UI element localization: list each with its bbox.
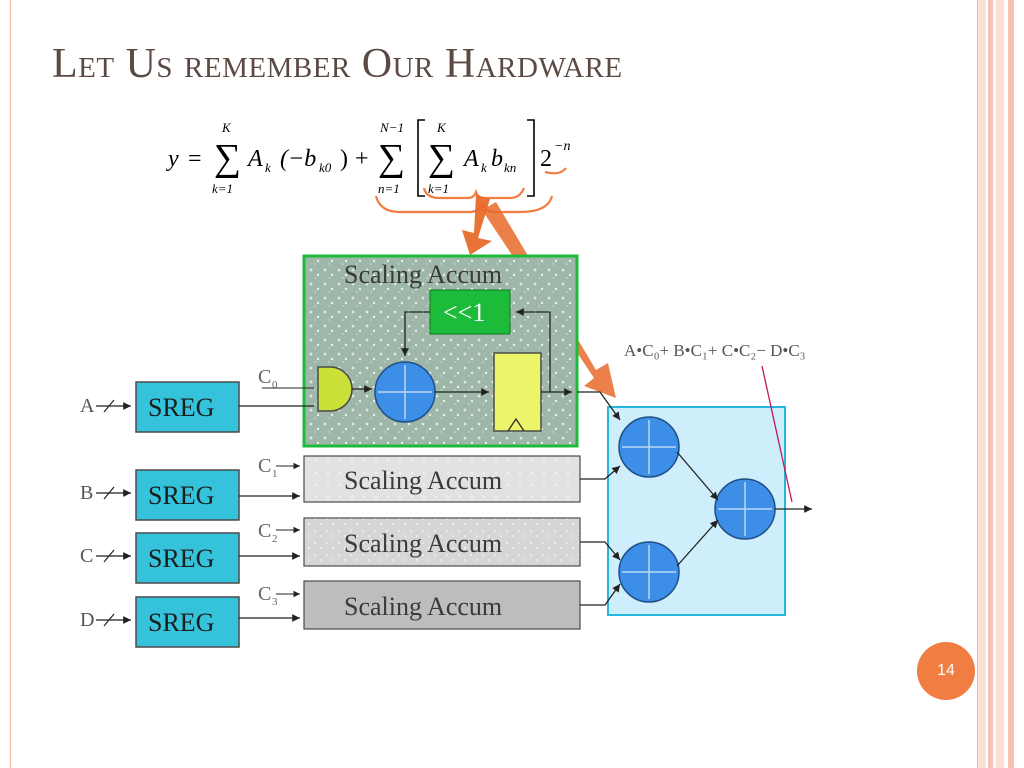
formula-plus: + (355, 146, 369, 172)
formula: y = ∑ K k=1 A k (−b k0 ) + ∑ N−1 n=1 ∑ K… (166, 119, 570, 197)
adder-tree (607, 406, 812, 616)
scaling-accum-b-label: Scaling Accum (344, 466, 502, 495)
formula-sum2-bottom: n=1 (378, 181, 400, 196)
svg-text:0: 0 (272, 379, 278, 391)
scaling-accum-b (303, 455, 581, 503)
svg-text:1: 1 (272, 468, 278, 480)
adder-final (714, 478, 776, 540)
arrow-to-accum (462, 195, 492, 255)
formula-term2a-sub: k (481, 160, 487, 175)
formula-sum1-bottom: k=1 (212, 181, 233, 196)
sreg-a (135, 381, 240, 433)
formula-term1-paren: (−b (280, 146, 316, 172)
scaling-accum-c-label: Scaling Accum (344, 529, 502, 558)
output-expression: A•C₀+ B•C₁+ C•C₂− D•C₃ (624, 341, 806, 360)
formula-term2b-sub: kn (504, 160, 516, 175)
slide-title: Let Us remember Our Hardware (52, 41, 623, 87)
coeff-c1: C (258, 455, 271, 477)
input-label-d: D (80, 609, 94, 631)
formula-exp: −n (554, 139, 570, 154)
sreg-row-c: C SREG C 2 Scaling Accum (80, 517, 581, 584)
formula-two: 2 (540, 146, 552, 172)
adder-bottom (618, 541, 680, 603)
scaling-accum-main: Scaling Accum <<1 (302, 254, 579, 448)
clock-marker (507, 417, 525, 432)
sreg-d (135, 596, 240, 648)
scaling-accum-d (303, 580, 581, 630)
formula-term1-close: ) (340, 146, 348, 172)
sreg-c-label: SREG (148, 544, 214, 573)
svg-text:3: 3 (272, 596, 278, 608)
sreg-d-label: SREG (148, 608, 214, 637)
sreg-b-label: SREG (148, 481, 214, 510)
formula-lhs: y (166, 146, 179, 172)
formula-sum2: ∑ (378, 137, 405, 179)
coeff-c3: C (258, 583, 271, 605)
formula-eq: = (188, 146, 202, 172)
input-label-c: C (80, 545, 93, 567)
sreg-row-b: B SREG C 1 Scaling Accum (80, 455, 581, 521)
formula-term2a: A (462, 146, 479, 172)
formula-term2b: b (491, 146, 503, 172)
coeff-c2: C (258, 520, 271, 542)
sreg-row-a: A SREG C 0 (80, 366, 314, 433)
scaling-accum-title: Scaling Accum (344, 260, 502, 289)
and-gate (317, 366, 353, 412)
formula-sum1: ∑ (214, 137, 241, 179)
slide-frame (10, 0, 978, 768)
input-label-b: B (80, 482, 93, 504)
svg-text:2: 2 (272, 533, 278, 545)
shift-block (429, 289, 511, 335)
formula-sum2-top: N−1 (379, 120, 404, 135)
scaling-accum-d-label: Scaling Accum (344, 592, 502, 621)
input-label-a: A (80, 395, 95, 417)
formula-right-bracket (527, 119, 535, 197)
right-stripes (978, 0, 1024, 768)
formula-sum3-bottom: k=1 (428, 181, 449, 196)
sreg-b (135, 469, 240, 521)
scaling-accum-c (303, 517, 581, 567)
formula-sum3-top: K (436, 120, 447, 135)
sreg-row-d: D SREG C 3 Scaling Accum (80, 580, 581, 648)
page-number-badge: 14 (917, 642, 975, 700)
formula-term1: A (246, 146, 263, 172)
formula-left-bracket (417, 119, 425, 197)
accum-to-adder-wires (577, 391, 621, 606)
sreg-a-label: SREG (148, 393, 214, 422)
shift-label: <<1 (443, 298, 485, 327)
formula-sum3: ∑ (428, 137, 455, 179)
formula-term1-paren-sub: k0 (319, 160, 332, 175)
output-pointer (761, 365, 793, 503)
sreg-c (135, 532, 240, 584)
formula-term1-sub: k (265, 160, 271, 175)
adder-top (618, 416, 680, 478)
coeff-c0: C (258, 366, 271, 388)
accum-register (493, 352, 542, 432)
formula-sum1-top: K (221, 120, 232, 135)
